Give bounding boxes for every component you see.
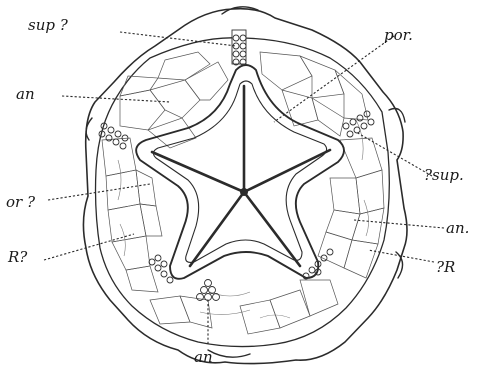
label-r-right: ?R <box>436 258 455 276</box>
label-an-left: an <box>16 85 35 103</box>
label-r-left: R? <box>7 248 28 266</box>
central-star <box>136 65 344 279</box>
label-or: or ? <box>6 193 36 211</box>
label-an-right: an. <box>446 219 469 237</box>
label-an-bottom: an <box>194 348 213 366</box>
label-sup-right: ?sup. <box>424 166 464 184</box>
label-sup-top: sup ? <box>28 16 69 34</box>
label-por: por. <box>384 26 413 44</box>
